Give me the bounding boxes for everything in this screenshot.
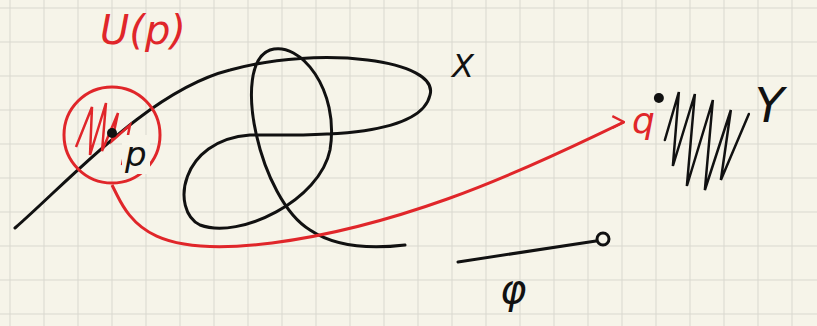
point-label: q bbox=[632, 100, 655, 141]
mapping-arrow bbox=[112, 122, 624, 247]
map-label: φ bbox=[500, 266, 526, 312]
space-label: X bbox=[452, 48, 474, 85]
target-region: qY bbox=[626, 70, 790, 200]
set-label: Y bbox=[755, 78, 784, 133]
curve-x bbox=[15, 49, 431, 247]
map-arrow bbox=[458, 233, 609, 262]
set-label: U(p) bbox=[100, 7, 186, 53]
point-label: p bbox=[122, 135, 150, 174]
neighborhood-circle: U(p)p bbox=[62, 85, 162, 185]
